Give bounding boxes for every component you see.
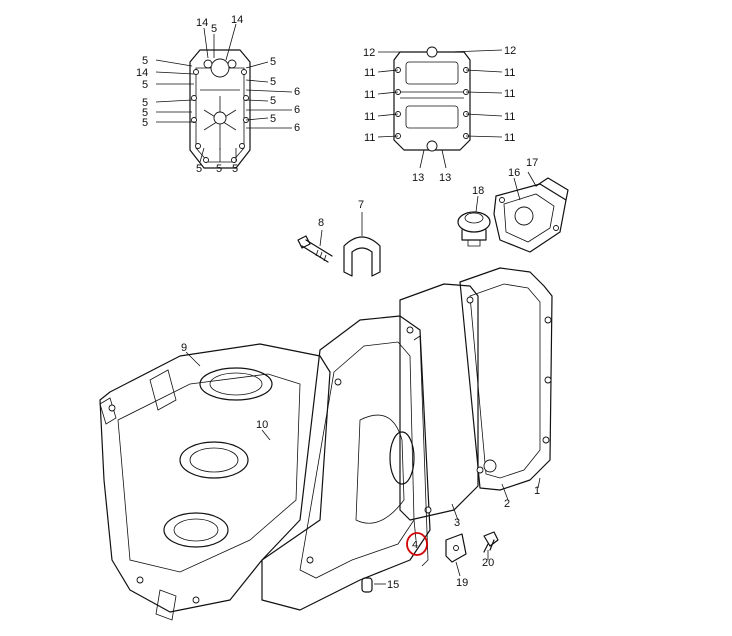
callout-11-left-c: 11 [364,111,375,123]
callout-6-c: 6 [294,122,300,134]
callout-8: 8 [318,217,324,229]
callout-16: 16 [508,167,520,179]
callout-13-b: 13 [439,172,451,184]
left-cover-labels: 14 14 5 5 14 5 5 5 5 5 5 5 5 6 6 6 5 5 5 [136,14,300,175]
callout-14-a: 14 [196,17,208,29]
callout-7: 7 [358,199,364,211]
thermostat-leaders [475,171,537,213]
bolt-8 [297,235,333,263]
callout-9: 9 [181,342,187,354]
callout-5-right-c: 5 [270,95,276,107]
left-cover-leaders [155,23,293,163]
callout-5-bottom-a: 5 [196,163,202,175]
callout-11-right-d: 11 [504,132,515,144]
main-leaders [185,351,541,585]
callout-5-bottom-b: 5 [216,163,222,175]
callout-14-b: 14 [231,14,243,26]
callout-5-top: 5 [211,23,217,35]
callout-5-left-c: 5 [142,97,148,109]
callout-4-highlight [406,532,428,556]
callout-17: 17 [526,157,538,169]
callout-6-b: 6 [294,104,300,116]
engine-block [99,267,553,621]
callout-5-bottom-c: 5 [232,163,238,175]
callout-5-left-a: 5 [142,55,148,67]
callout-12-right: 12 [504,45,516,57]
callout-20: 20 [482,557,494,569]
callout-13-a: 13 [412,172,424,184]
callout-11-left-b: 11 [364,89,375,101]
callout-10: 10 [256,419,268,431]
callout-11-left-d: 11 [364,132,375,144]
callout-18: 18 [472,185,484,197]
callout-2: 2 [504,498,510,510]
thermostat [457,211,491,247]
callout-15: 15 [387,579,399,591]
right-cover-leaders [377,49,503,169]
thermostat-cover [493,177,569,253]
callout-5-right-a: 5 [270,56,276,68]
callout-14-left: 14 [136,67,148,79]
right-cover-labels: 12 12 11 11 11 11 11 11 11 11 13 13 [363,45,516,184]
callout-11-right-b: 11 [504,88,515,100]
callout-1: 1 [534,485,540,497]
callout-12-left: 12 [363,47,375,59]
callout-5-right-d: 5 [270,113,276,125]
left-cover-assembly [189,49,251,169]
callout-4: 4 [412,539,418,551]
callout-11-left-a: 11 [364,67,375,79]
callout-5-right-b: 5 [270,76,276,88]
callout-11-right-a: 11 [504,67,515,79]
clip-19 [445,533,467,563]
bolt-20 [483,531,499,553]
right-cover-assembly [393,46,471,152]
callout-3: 3 [454,517,460,529]
callout-6-a: 6 [294,86,300,98]
callout-5-left-e: 5 [142,117,148,129]
callout-5-left-b: 5 [142,79,148,91]
callout-5-left-d: 5 [142,107,148,119]
callout-19: 19 [456,577,468,589]
bracket-7 [343,236,381,277]
callout-11-right-c: 11 [504,111,515,123]
